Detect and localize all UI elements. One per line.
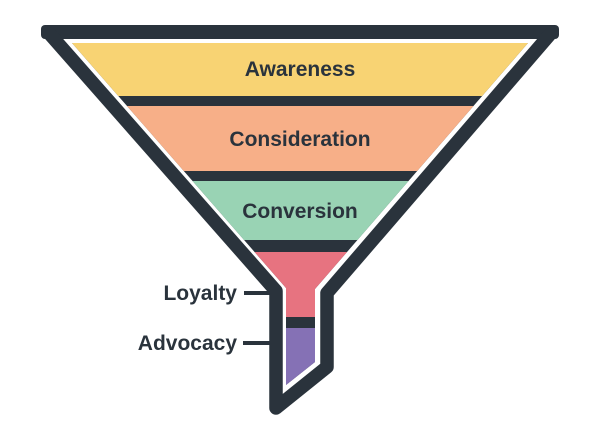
stage-label-awareness: Awareness <box>245 58 356 81</box>
stage-label-loyalty: Loyalty <box>163 282 237 305</box>
funnel-outline <box>41 25 559 415</box>
stage-label-consideration: Consideration <box>229 128 370 151</box>
stage-label-conversion: Conversion <box>242 200 358 223</box>
stage-band-loyalty <box>72 252 528 317</box>
stage-band-awareness <box>72 43 528 96</box>
funnel-top-rim <box>41 25 559 39</box>
stage-label-advocacy: Advocacy <box>138 332 238 355</box>
